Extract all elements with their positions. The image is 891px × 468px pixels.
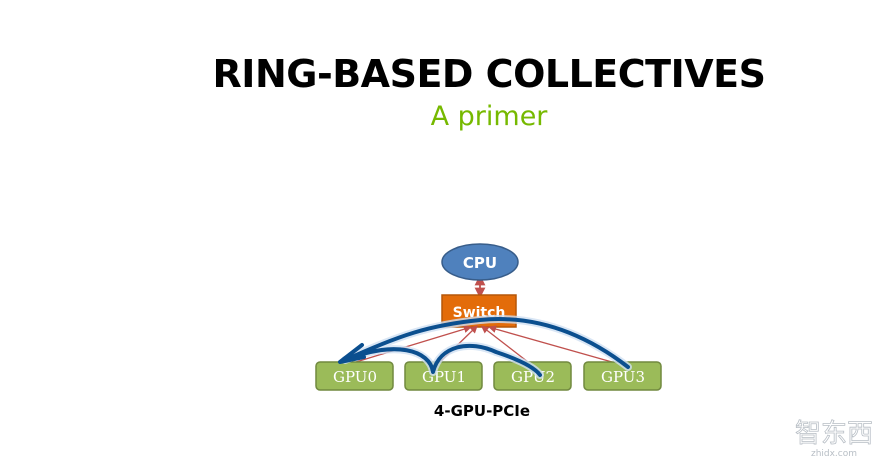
gpu-node-2: GPU2 xyxy=(493,361,572,391)
gpu-label-1: GPU1 xyxy=(422,368,466,386)
gpu-label-0: GPU0 xyxy=(333,368,377,386)
gpu-node-3: GPU3 xyxy=(583,361,662,391)
svg-text:zhidx.com: zhidx.com xyxy=(811,449,857,459)
gpu-label-3: GPU3 xyxy=(601,368,645,386)
link-gpu2 xyxy=(480,325,529,363)
ring-stroke xyxy=(343,317,630,377)
zhidx-watermark-logo: 智东西 zhidx.com xyxy=(795,419,874,459)
link-gpu0 xyxy=(355,325,472,363)
ring-arrowhead xyxy=(338,343,366,364)
diagram-caption: 4-GPU-PCIe xyxy=(433,402,531,420)
cpu-label: CPU xyxy=(463,254,497,272)
slide-subtitle: A primer xyxy=(430,101,548,132)
cpu-node: CPU xyxy=(441,243,519,281)
gpu-node-0: GPU0 xyxy=(315,361,394,391)
svg-text:智东西: 智东西 xyxy=(795,419,873,449)
gpu-node-1: GPU1 xyxy=(404,361,483,391)
gpu-label-2: GPU2 xyxy=(511,368,555,386)
ring-path xyxy=(338,315,632,379)
slide-title: RING-BASED COLLECTIVES xyxy=(212,52,766,96)
link-gpu3 xyxy=(488,325,613,363)
